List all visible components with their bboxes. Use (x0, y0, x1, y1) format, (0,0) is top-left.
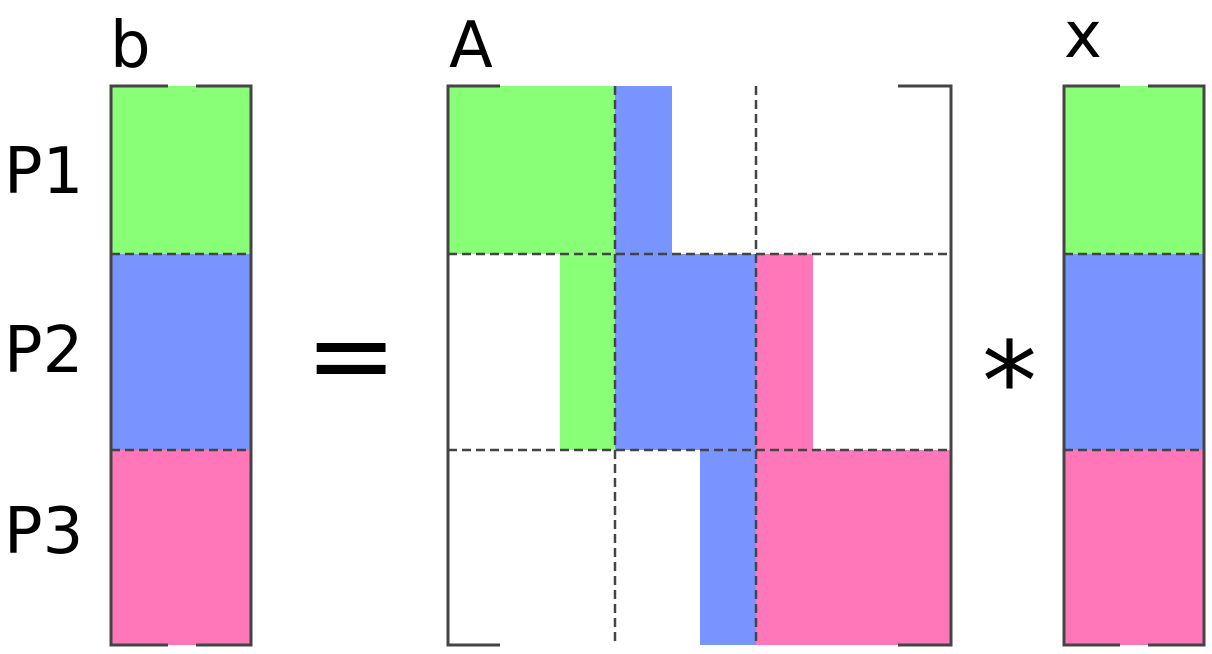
matrix-a-block-p2-p1 (560, 254, 615, 450)
vector-x-block-p1 (1064, 86, 1204, 254)
vector-x-block-p2 (1064, 254, 1204, 450)
vector-b-block-p3 (111, 450, 251, 645)
partition-label-p2: P2 (4, 314, 83, 388)
matrix-a-block-p1-p2 (615, 86, 672, 254)
partition-label-p1: P1 (4, 135, 83, 209)
equals-sign: = (305, 291, 397, 419)
vector-x (1062, 84, 1206, 647)
matrix-a (446, 84, 953, 647)
vector-b-frame (109, 84, 253, 647)
matrix-a-block-p1-p1 (448, 86, 615, 254)
vector-b-block-p1 (111, 86, 251, 254)
multiply-sign: * (982, 318, 1037, 446)
matrix-a-block-p2-p3 (756, 254, 813, 450)
vector-b-block-p2 (111, 254, 251, 450)
matrix-a-title: A (449, 9, 493, 83)
matrix-a-block-p2-p2 (615, 254, 756, 450)
vector-b-title: b (110, 9, 151, 83)
vector-x-block-p3 (1064, 450, 1204, 645)
vector-x-title: x (1064, 0, 1102, 73)
vector-x-frame (1062, 84, 1206, 647)
matrix-a-block-p3-p2 (700, 450, 756, 645)
vector-b (109, 84, 253, 647)
matrix-a-frame (446, 84, 953, 647)
matrix-a-block-p3-p3 (756, 450, 951, 645)
partition-label-p3: P3 (4, 495, 83, 569)
